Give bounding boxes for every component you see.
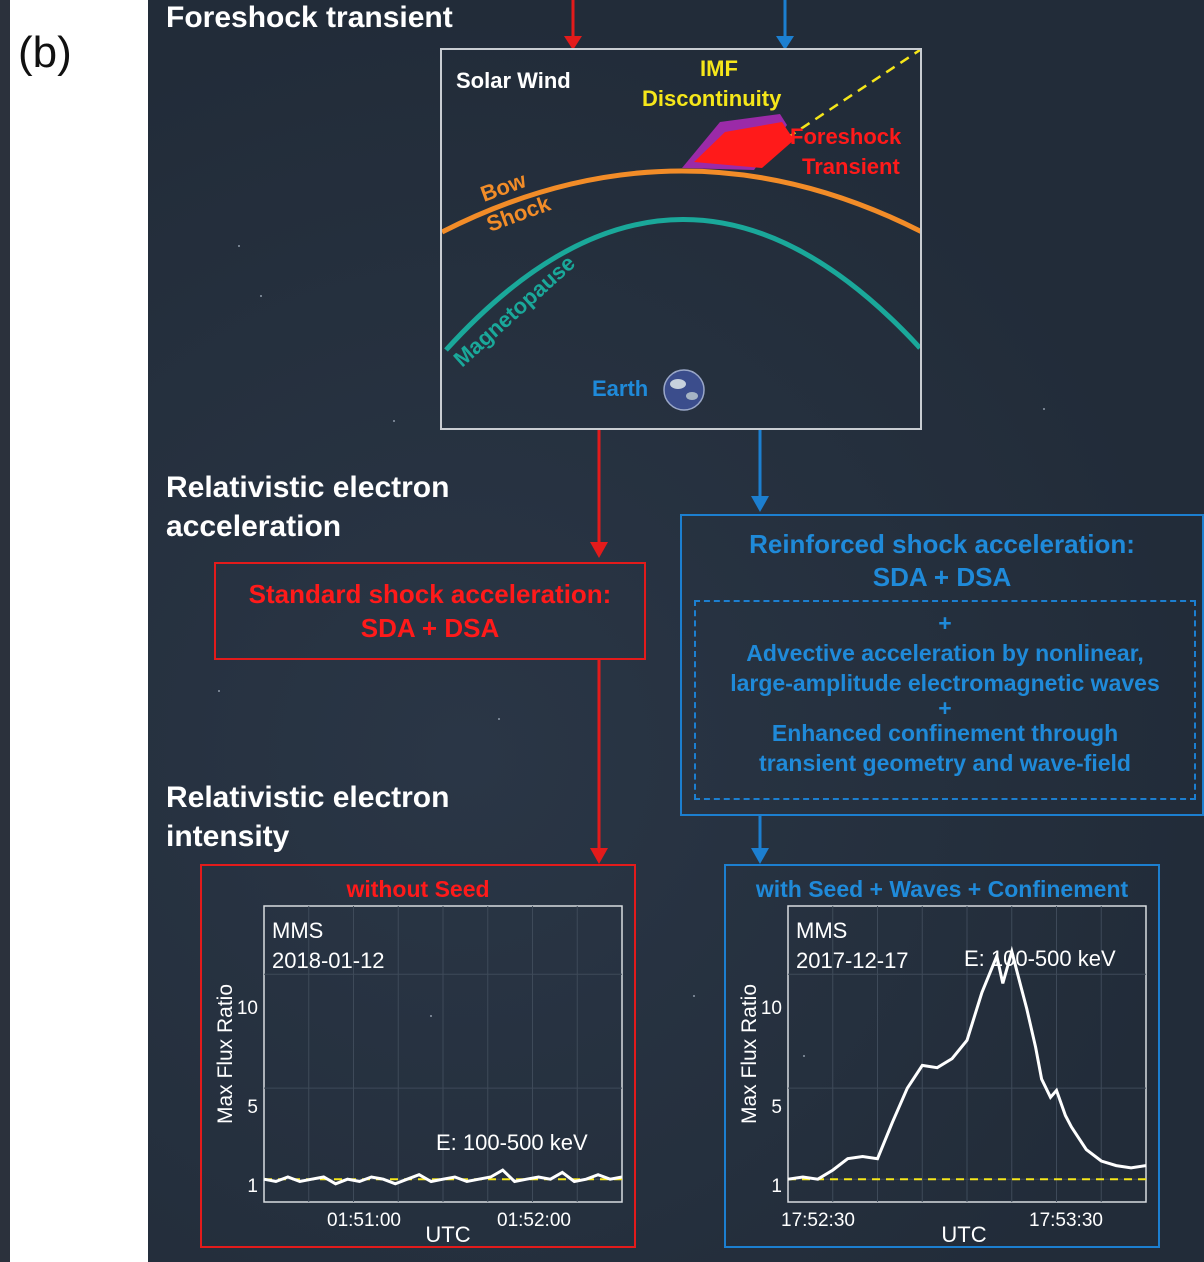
foreshock-label-1: Foreshock [790,124,902,149]
confinement-line2: transient geometry and wave-field [759,750,1131,776]
left-ytick-10: 10 [237,998,258,1019]
left-plot-svg: MMS 2018-01-12 E: 100-500 keV Max Flux R… [214,905,623,1246]
schematic-box: Solar Wind IMF Discontinuity Foreshock T… [440,48,922,430]
right-ylabel: Max Flux Ratio [738,984,761,1124]
star [260,295,262,297]
left-xlabel: UTC [425,1222,470,1246]
confinement-line1: Enhanced confinement through [771,720,1119,746]
right-mission-label: MMS [796,918,847,943]
panel-label: (b) [18,28,72,77]
star [498,718,500,720]
reinforced-acceleration-box: Reinforced shock acceleration: SDA + DSA [680,514,1204,816]
acceleration-heading: Relativistic electron acceleration [166,471,450,543]
earth-label: Earth [592,376,648,401]
connector-arrows [564,0,794,864]
right-xtick-2: 17:53:30 [1029,1210,1103,1231]
right-date-label: 2017-12-17 [796,948,909,973]
imf-label-1: IMF [700,56,738,81]
right-xtick-1: 17:52:30 [781,1210,855,1231]
magnetopause-curve [444,217,920,352]
left-ytick-1: 1 [247,1176,258,1197]
advective-line2: large-amplitude electromagnetic waves [730,670,1160,696]
additional-mechanisms-box: + Advective acceleration by nonlinear, l… [694,600,1196,800]
left-xtick-1: 01:51:00 [327,1210,401,1231]
left-ylabel: Max Flux Ratio [214,984,237,1124]
left-mission-label: MMS [272,918,323,943]
imf-discontinuity-line [786,50,920,140]
plus-sign-2: + [938,695,952,721]
star [693,995,695,997]
right-xlabel: UTC [941,1222,986,1246]
advective-line1: Advective acceleration by nonlinear, [746,640,1144,666]
earth-cloud [670,379,686,389]
bow-shock-curve [442,168,920,235]
left-ytick-5: 5 [247,1097,258,1118]
star [238,245,240,247]
blue-arrowhead-top [776,36,794,50]
left-xtick-2: 01:52:00 [497,1210,571,1231]
left-energy-label: E: 100-500 keV [436,1130,588,1155]
reinforced-box-line1: Reinforced shock acceleration: [749,529,1135,559]
left-plot-title: without Seed [346,876,490,902]
star [803,1055,805,1057]
left-edge-bar [0,0,10,1262]
magnetopause-label: Magnetopause [449,250,580,372]
schematic-svg: Solar Wind IMF Discontinuity Foreshock T… [442,50,920,411]
star [1043,408,1045,410]
right-ytick-10: 10 [761,998,782,1019]
earth-landmass [686,392,698,400]
solar-wind-label: Solar Wind [456,68,571,93]
right-energy-label: E: 100-500 keV [964,946,1116,971]
reinforced-box-line2: SDA + DSA [872,562,1012,592]
right-flux-series [787,945,1147,1181]
standard-box-line1: Standard shock acceleration: [248,579,612,609]
foreshock-heading: Foreshock transient [166,1,453,34]
left-date-label: 2018-01-12 [272,948,385,973]
blue-arrowhead-bottom [751,848,769,864]
red-arrowhead-mid [590,542,608,558]
star [168,840,170,842]
foreshock-label-2: Transient [802,154,900,179]
foreshock-red-region [694,122,794,168]
left-flux-series [263,1168,623,1186]
right-plot-title: with Seed + Waves + Confinement [755,876,1129,902]
earth-outline [663,369,705,411]
standard-acceleration-box: Standard shock acceleration: SDA + DSA [214,562,646,660]
diagram-canvas: Foreshock transient Relativistic electro… [148,0,1204,1262]
imf-label-2: Discontinuity [642,86,782,111]
red-arrowhead-top [564,36,582,50]
standard-box-line2: SDA + DSA [360,613,500,643]
right-ytick-1: 1 [771,1176,782,1197]
red-arrowhead-bottom [590,848,608,864]
right-plot-frame: with Seed + Waves + Confinement MMS 2017… [724,864,1160,1248]
star [393,420,395,422]
right-plot-svg: MMS 2017-12-17 E: 100-500 keV Max Flux R… [738,905,1147,1246]
right-ytick-5: 5 [771,1097,782,1118]
intensity-heading: Relativistic electron intensity [166,781,450,853]
blue-arrowhead-mid [751,496,769,512]
plus-sign-1: + [938,610,952,636]
left-plot-frame: without Seed MMS 2018-01-12 E: 100-500 k… [200,864,636,1248]
star [218,690,220,692]
star [430,1015,432,1017]
